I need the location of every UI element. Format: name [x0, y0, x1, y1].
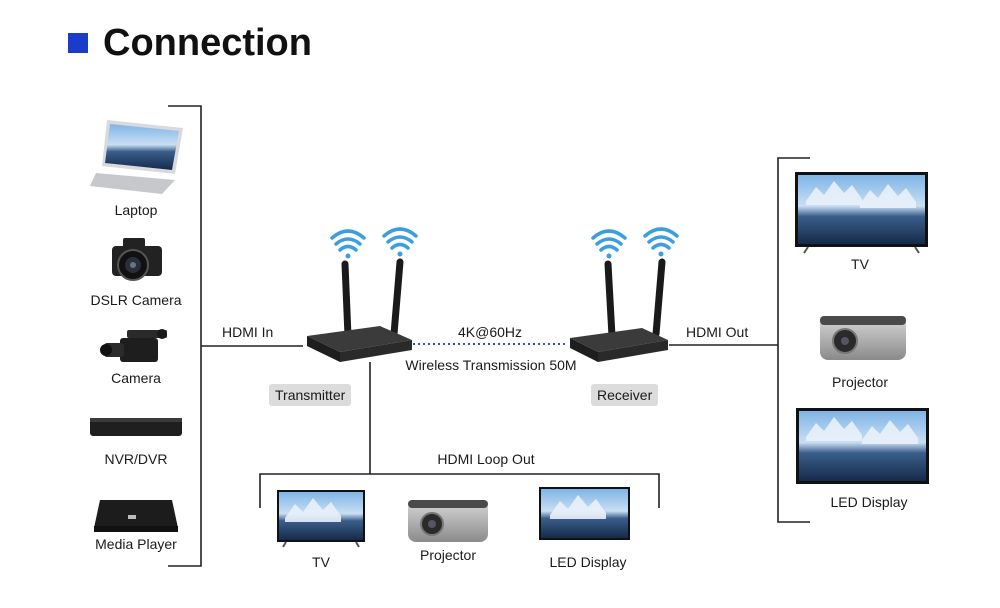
wifi-icon [330, 229, 366, 259]
wireless-label: Wireless Transmission 50M [405, 357, 577, 373]
transmitter-badge: Transmitter [269, 384, 352, 406]
tv-icon [277, 490, 365, 548]
laptop-icon [90, 120, 183, 194]
output-label-tv: TV [851, 256, 869, 272]
output-label-projector: Projector [831, 374, 889, 390]
output-label-led: LED Display [830, 494, 908, 510]
loop-label-tv: TV [312, 554, 330, 570]
media-player-icon [94, 500, 178, 532]
receiver-icon [570, 258, 668, 362]
camcorder-icon [100, 329, 167, 362]
loop-label-led: LED Display [549, 554, 627, 570]
projector-icon [408, 500, 488, 542]
led-display-icon [539, 487, 630, 540]
sources-bracket [168, 105, 202, 567]
source-label-laptop: Laptop [114, 202, 158, 218]
source-label-dslr: DSLR Camera [90, 292, 182, 308]
hdmi-loop-out-label: HDMI Loop Out [437, 451, 535, 467]
outputs-bracket [777, 157, 810, 523]
tv-icon [795, 172, 928, 254]
led-display-icon [796, 408, 929, 484]
wifi-icon [643, 227, 679, 257]
nvr-dvr-icon [90, 418, 182, 436]
source-label-camera: Camera [111, 370, 161, 386]
hdmi-in-label: HDMI In [222, 324, 274, 340]
page-title: Connection [103, 22, 312, 64]
loop-bracket [259, 473, 660, 508]
source-label-nvr: NVR/DVR [104, 451, 168, 467]
transmitter-icon [307, 258, 412, 362]
receiver-badge: Receiver [591, 384, 659, 406]
wifi-icon [591, 229, 627, 259]
hdmi-out-label: HDMI Out [686, 324, 749, 340]
resolution-label: 4K@60Hz [457, 324, 523, 340]
title-bullet [68, 33, 88, 53]
loop-label-projector: Projector [419, 547, 477, 563]
wifi-icon [382, 227, 418, 257]
dslr-camera-icon [112, 238, 162, 281]
source-label-media-player: Media Player [95, 536, 177, 552]
projector-icon [820, 316, 906, 360]
